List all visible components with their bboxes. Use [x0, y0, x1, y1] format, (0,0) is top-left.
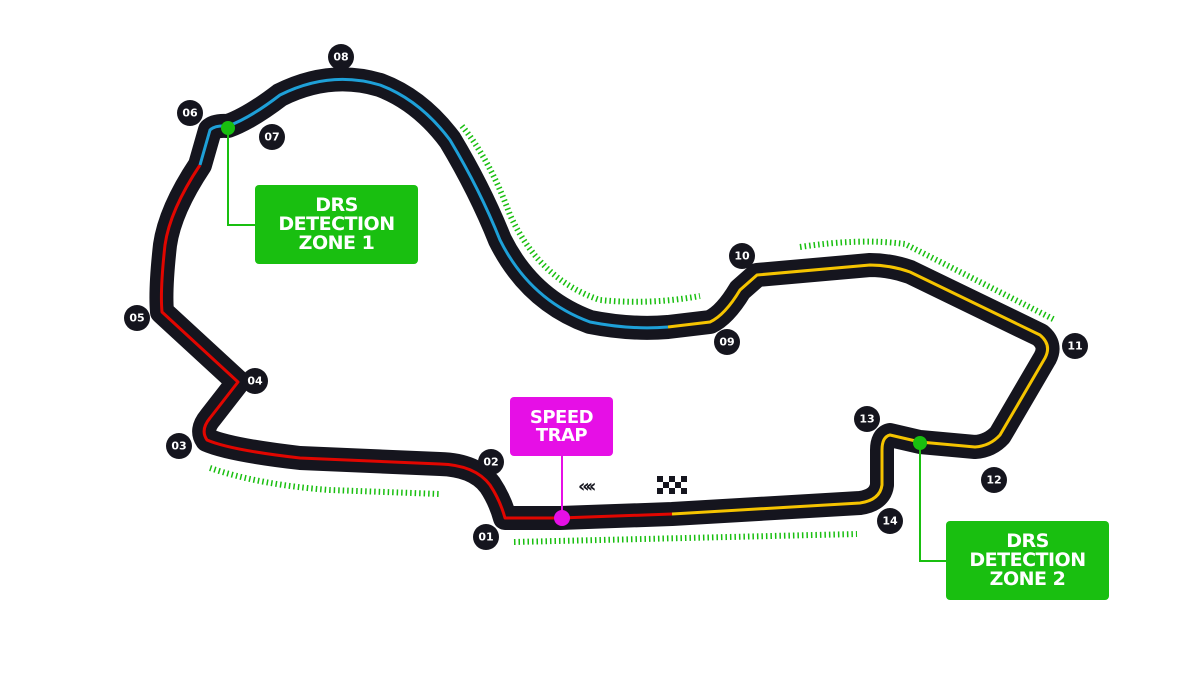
flag-square [681, 488, 687, 494]
turn-marker-circle [877, 508, 903, 534]
turn-marker-circle [166, 433, 192, 459]
turn-marker-circle [981, 467, 1007, 493]
drs1-line1: DRS [315, 194, 358, 216]
drs-zone-d [513, 531, 858, 545]
turn-marker-circle [1062, 333, 1088, 359]
flag-square [675, 482, 681, 488]
drs-zones [209, 124, 1057, 545]
turn-marker-11: 11 [1062, 333, 1088, 359]
drs2-line2: DETECTION [969, 549, 1086, 571]
turn-marker-05: 05 [124, 305, 150, 331]
turn-number: 05 [129, 312, 144, 325]
turn-marker-circle [259, 124, 285, 150]
turn-marker-circle [729, 243, 755, 269]
turn-marker-circle [714, 329, 740, 355]
turn-number: 10 [734, 250, 750, 263]
drs1-detection-point [221, 121, 235, 135]
turn-marker-circle [177, 100, 203, 126]
drs2-leader [919, 443, 947, 562]
flag-square [681, 476, 687, 482]
direction-chevrons-icon: «‹‹ [578, 476, 597, 497]
turn-marker-circle [124, 305, 150, 331]
sector-2-line [198, 77, 669, 330]
turn-marker-06: 06 [177, 100, 203, 126]
turn-marker-circle [473, 524, 499, 550]
drs2-line3: ZONE 2 [989, 568, 1066, 590]
drs-detection-zone-1-label: DRS DETECTION ZONE 1 [255, 185, 418, 264]
turn-marker-14: 14 [877, 508, 903, 534]
turn-marker-circle [242, 368, 268, 394]
turn-marker-circle [328, 44, 354, 70]
drs1-leader [227, 128, 256, 226]
drs-zone-c [209, 465, 441, 497]
drs-zone-b [799, 238, 1057, 323]
flag-square [657, 488, 663, 494]
turn-marker-02: 02 [478, 449, 504, 475]
sector-3-line [667, 263, 1050, 516]
turn-marker-circle [478, 449, 504, 475]
speed-trap-label: SPEED TRAP [510, 397, 613, 456]
turn-marker-04: 04 [242, 368, 268, 394]
turn-marker-13: 13 [854, 406, 880, 432]
speed-trap-line2: TRAP [535, 424, 588, 446]
sector-1-line [159, 164, 673, 520]
turn-number: 04 [247, 375, 263, 388]
speed-trap-point [554, 510, 570, 526]
speed-trap-line1: SPEED [529, 406, 594, 428]
drs2-line1: DRS [1006, 530, 1049, 552]
drs1-line3: ZONE 1 [298, 232, 375, 254]
turn-marker-07: 07 [259, 124, 285, 150]
flag-square [669, 488, 675, 494]
drs1-line2: DETECTION [278, 213, 395, 235]
turn-marker-09: 09 [714, 329, 740, 355]
turn-marker-circle [854, 406, 880, 432]
checkered-flag-icon [657, 476, 687, 494]
turn-number: 08 [333, 51, 348, 64]
turn-number: 14 [882, 515, 898, 528]
flag-square [669, 476, 675, 482]
turn-number: 09 [719, 336, 734, 349]
turn-markers: 01 02 03 04 05 06 07 08 09 10 11 12 13 14 [124, 44, 1088, 550]
turn-number: 02 [483, 456, 498, 469]
turn-number: 03 [171, 440, 186, 453]
turn-marker-03: 03 [166, 433, 192, 459]
drs-detection-zone-2-label: DRS DETECTION ZONE 2 [946, 521, 1109, 600]
turn-marker-12: 12 [981, 467, 1007, 493]
turn-number: 12 [986, 474, 1001, 487]
drs-zone-a [459, 124, 701, 305]
turn-number: 11 [1067, 340, 1082, 353]
turn-number: 06 [182, 107, 198, 120]
turn-marker-10: 10 [729, 243, 755, 269]
turn-number: 13 [859, 413, 874, 426]
flag-square [663, 482, 669, 488]
turn-marker-08: 08 [328, 44, 354, 70]
turn-number: 07 [264, 131, 279, 144]
drs2-detection-point [913, 436, 927, 450]
flag-square [657, 476, 663, 482]
turn-number: 01 [478, 531, 493, 544]
turn-marker-01: 01 [473, 524, 499, 550]
